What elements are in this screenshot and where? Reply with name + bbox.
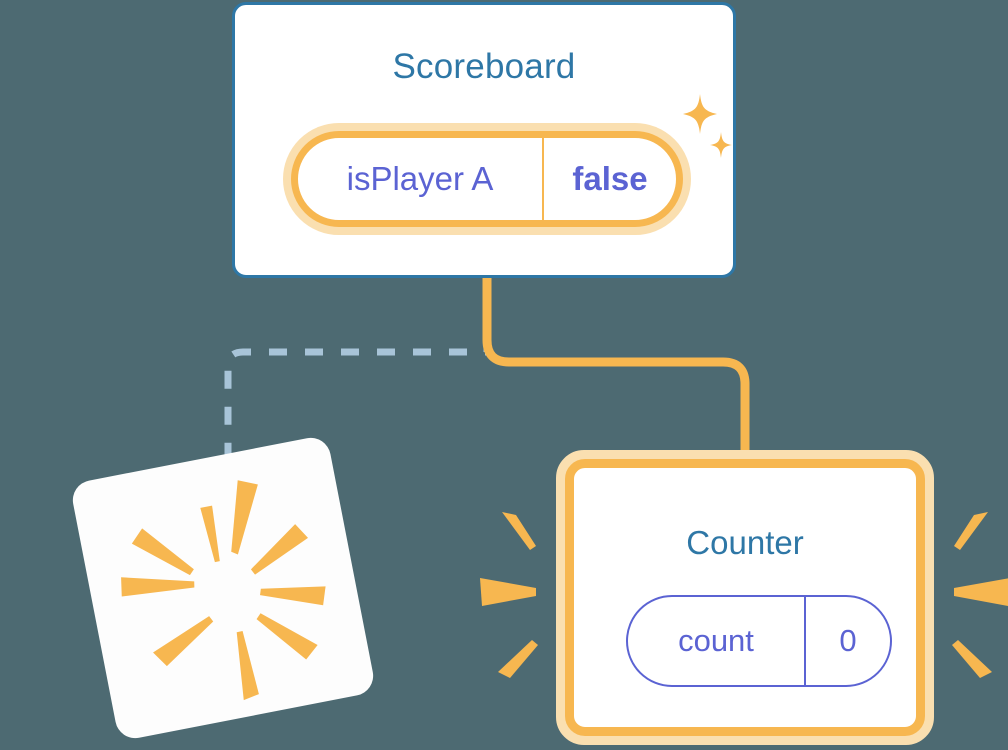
orange-connector-to-counter: [482, 278, 750, 462]
scoreboard-state-pill[interactable]: isPlayer A false: [283, 123, 691, 235]
sparkle-small-icon: [710, 132, 732, 158]
counter-state-key: count: [628, 597, 806, 685]
counter-title: Counter: [686, 524, 804, 561]
scoreboard-state-pill-inner: isPlayer A false: [291, 131, 683, 227]
dashed-connector-to-tilted-card: [224, 300, 491, 470]
tilted-card-burst-icon: [121, 480, 326, 701]
counter-card-inner: Counter count 0: [565, 459, 925, 736]
scoreboard-title: Scoreboard: [392, 47, 576, 86]
counter-burst-left-icon: [470, 500, 560, 690]
counter-burst-right-icon: [930, 500, 1008, 690]
scoreboard-state-value: false: [572, 160, 648, 197]
sparkle-large-icon: [683, 94, 717, 134]
counter-state-value: 0: [839, 623, 857, 658]
counter-state-pill[interactable]: count 0: [626, 595, 892, 687]
scoreboard-card[interactable]: Scoreboard isPlayer A false: [232, 2, 736, 278]
counter-card[interactable]: Counter count 0: [556, 450, 934, 745]
tilted-blank-card[interactable]: [69, 434, 377, 742]
sparkle-group: [676, 94, 736, 166]
scoreboard-state-key: isPlayer A: [298, 138, 544, 220]
